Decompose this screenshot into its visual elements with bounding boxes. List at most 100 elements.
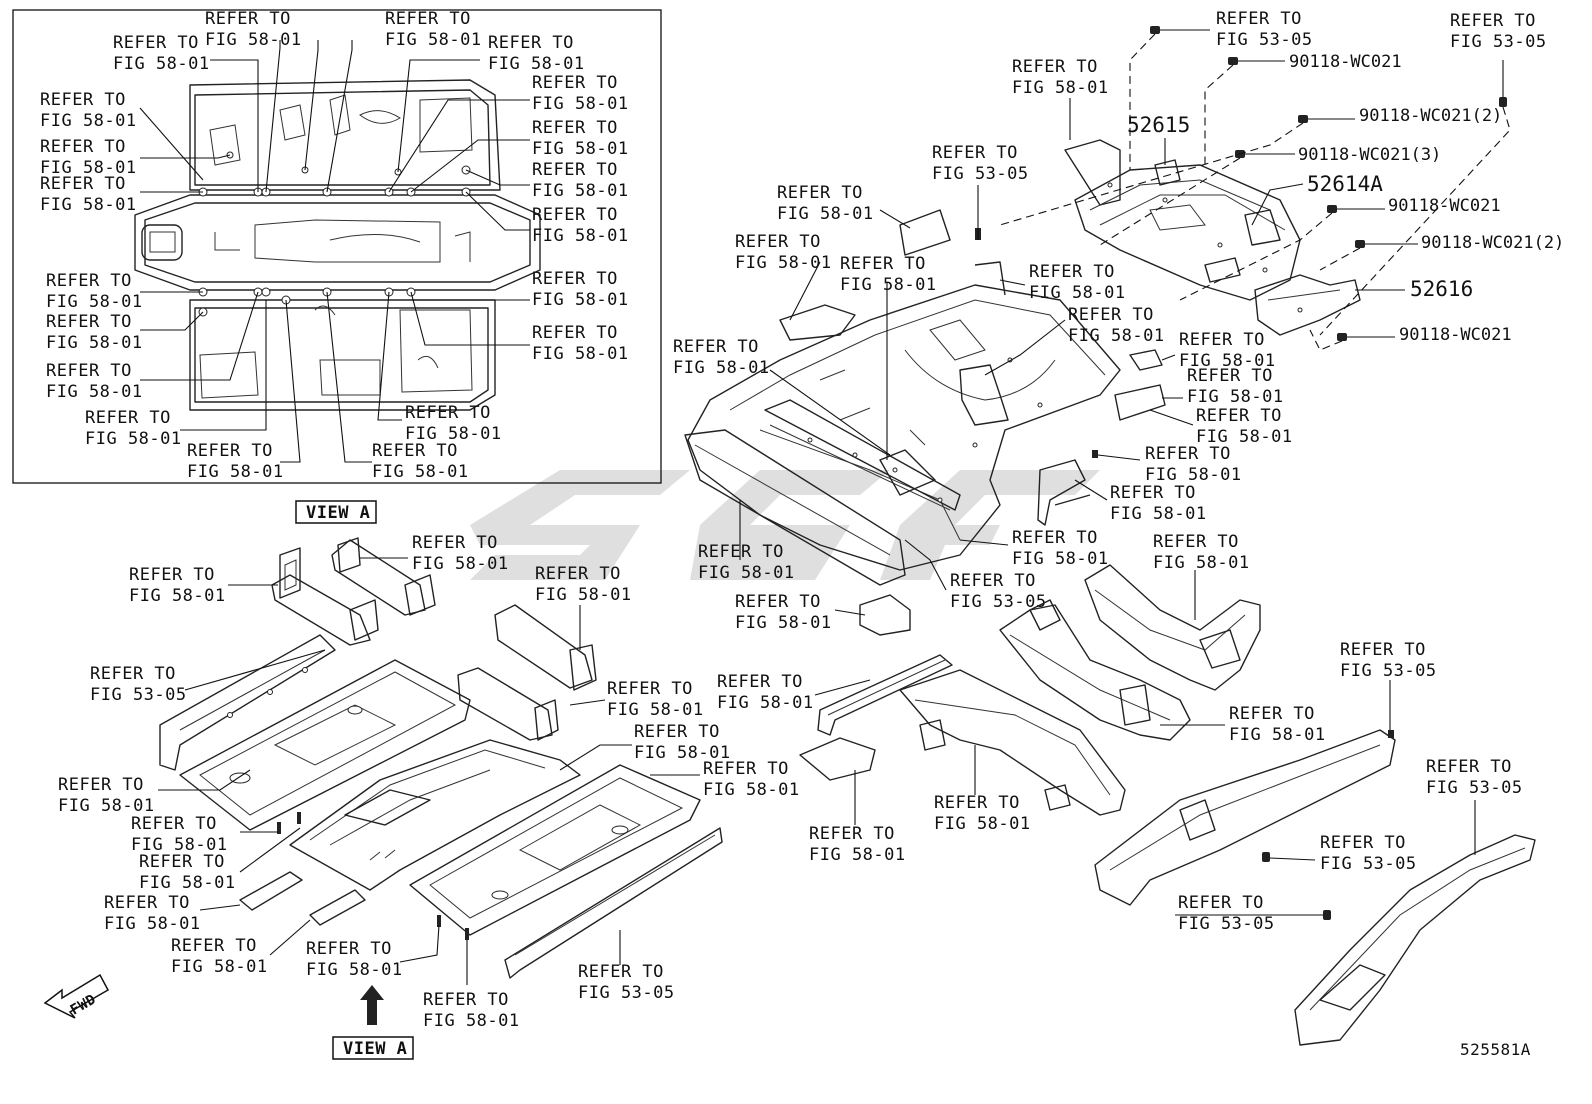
ref-label: REFER TO <box>46 271 132 291</box>
ref-label: REFER TO <box>532 323 618 343</box>
ref-fig: FIG 58-01 <box>40 158 137 178</box>
lower-left-floor-assembly <box>159 537 723 979</box>
ref-fig: FIG 53-05 <box>578 983 675 1003</box>
figure-id: 525581A <box>1460 1040 1531 1059</box>
view-a-tag-top: VIEW A <box>295 500 377 524</box>
diagram-text: VIEW A <box>343 1039 407 1059</box>
ref-fig: FIG 58-01 <box>1153 553 1250 573</box>
ref-fig: FIG 58-01 <box>488 54 585 74</box>
lower-right-leader-lines <box>814 570 1476 916</box>
view-a-labels: REFER TO FIG 58-01 REFER TO FIG 58-01 RE… <box>40 9 629 482</box>
center-labels: REFER TO FIG 58-01 REFER TO FIG 53-05 RE… <box>673 143 1292 633</box>
lower-left-leader-lines <box>158 557 700 985</box>
ref-fig: FIG 58-01 <box>1229 725 1326 745</box>
ref-label: REFER TO <box>932 143 1018 163</box>
ref-label: REFER TO <box>717 672 803 692</box>
view-a-arrow <box>360 985 384 1025</box>
ref-label: REFER TO <box>809 824 895 844</box>
ref-label: REFER TO <box>1145 444 1231 464</box>
ref-fig: FIG 58-01 <box>840 275 937 295</box>
view-a-tag-bottom: VIEW A <box>332 1036 414 1060</box>
ref-label: REFER TO <box>532 160 618 180</box>
ref-fig: FIG 58-01 <box>139 873 236 893</box>
ref-label: REFER TO <box>532 269 618 289</box>
ref-fig: FIG 58-01 <box>104 914 201 934</box>
center-leader-lines <box>739 185 1194 616</box>
part-number: 90118-WC021(3) <box>1298 145 1441 165</box>
ref-fig: FIG 58-01 <box>532 226 629 246</box>
ref-label: REFER TO <box>1426 757 1512 777</box>
lower-right-structure <box>799 564 1536 1046</box>
ref-label: REFER TO <box>735 232 821 252</box>
ref-fig: FIG 58-01 <box>40 195 137 215</box>
ref-fig: FIG 53-05 <box>1340 661 1437 681</box>
ref-fig: FIG 58-01 <box>777 204 874 224</box>
ref-label: REFER TO <box>40 174 126 194</box>
ref-fig: FIG 58-01 <box>809 845 906 865</box>
upper-right-leader-lines <box>999 29 1511 351</box>
ref-fig: FIG 58-01 <box>1110 504 1207 524</box>
ref-label: REFER TO <box>1216 9 1302 29</box>
ref-fig: FIG 58-01 <box>634 743 731 763</box>
ref-fig: FIG 58-01 <box>412 554 509 574</box>
ref-label: REFER TO <box>735 592 821 612</box>
ref-label: REFER TO <box>90 664 176 684</box>
ref-fig: FIG 58-01 <box>40 111 137 131</box>
ref-fig: FIG 58-01 <box>1187 387 1284 407</box>
ref-fig: FIG 58-01 <box>535 585 632 605</box>
ref-fig: FIG 58-01 <box>46 382 143 402</box>
ref-fig: FIG 58-01 <box>703 780 800 800</box>
ref-label: REFER TO <box>1012 528 1098 548</box>
ref-label: REFER TO <box>129 565 215 585</box>
ref-fig: FIG 58-01 <box>171 957 268 977</box>
ref-label: REFER TO <box>535 564 621 584</box>
ref-label: REFER TO <box>1450 11 1536 31</box>
ref-label: REFER TO <box>532 118 618 138</box>
ref-fig: FIG 58-01 <box>187 462 284 482</box>
diagram-text: VIEW A <box>306 503 370 523</box>
ref-label: REFER TO <box>131 814 217 834</box>
ref-fig: FIG 58-01 <box>735 253 832 273</box>
ref-fig: FIG 58-01 <box>306 960 403 980</box>
ref-fig: FIG 53-05 <box>1320 854 1417 874</box>
ref-fig: FIG 58-01 <box>532 344 629 364</box>
ref-fig: FIG 58-01 <box>1012 549 1109 569</box>
ref-fig: FIG 58-01 <box>1029 283 1126 303</box>
ref-label: REFER TO <box>187 441 273 461</box>
ref-fig: FIG 58-01 <box>405 424 502 444</box>
part-number: 90118-WC021 <box>1399 325 1512 345</box>
upper-right-crossmember-assembly <box>1064 26 1507 341</box>
ref-label: REFER TO <box>1179 330 1265 350</box>
part-number: 90118-WC021(2) <box>1421 233 1564 253</box>
ref-label: REFER TO <box>698 542 784 562</box>
part-number: 90118-WC021 <box>1289 52 1402 72</box>
ref-fig: FIG 58-01 <box>1012 78 1109 98</box>
ref-fig: FIG 53-05 <box>950 592 1047 612</box>
upper-right-labels: REFER TO FIG 53-05 REFER TO FIG 53-05 RE… <box>1012 9 1564 345</box>
ref-label: REFER TO <box>171 936 257 956</box>
ref-fig: FIG 58-01 <box>423 1011 520 1031</box>
ref-fig: FIG 58-01 <box>1145 465 1242 485</box>
ref-label: REFER TO <box>423 990 509 1010</box>
fwd-arrow-icon: FWD <box>43 973 110 1019</box>
ref-fig: FIG 58-01 <box>698 563 795 583</box>
ref-fig: FIG 58-01 <box>532 94 629 114</box>
ref-label: REFER TO <box>1029 262 1115 282</box>
ref-fig: FIG 58-01 <box>46 333 143 353</box>
view-a-floor-plan <box>134 79 541 411</box>
ref-label: REFER TO <box>405 403 491 423</box>
ref-fig: FIG 58-01 <box>532 181 629 201</box>
ref-fig: FIG 58-01 <box>129 586 226 606</box>
ref-label: REFER TO <box>840 254 926 274</box>
ref-fig: FIG 58-01 <box>205 30 302 50</box>
view-a-inset-frame <box>12 9 662 484</box>
ref-label: REFER TO <box>1178 893 1264 913</box>
ref-label: REFER TO <box>306 939 392 959</box>
ref-fig: FIG 53-05 <box>1450 32 1547 52</box>
ref-fig: FIG 58-01 <box>113 54 210 74</box>
ref-fig: FIG 58-01 <box>131 835 228 855</box>
ref-label: REFER TO <box>58 775 144 795</box>
ref-fig: FIG 58-01 <box>934 814 1031 834</box>
